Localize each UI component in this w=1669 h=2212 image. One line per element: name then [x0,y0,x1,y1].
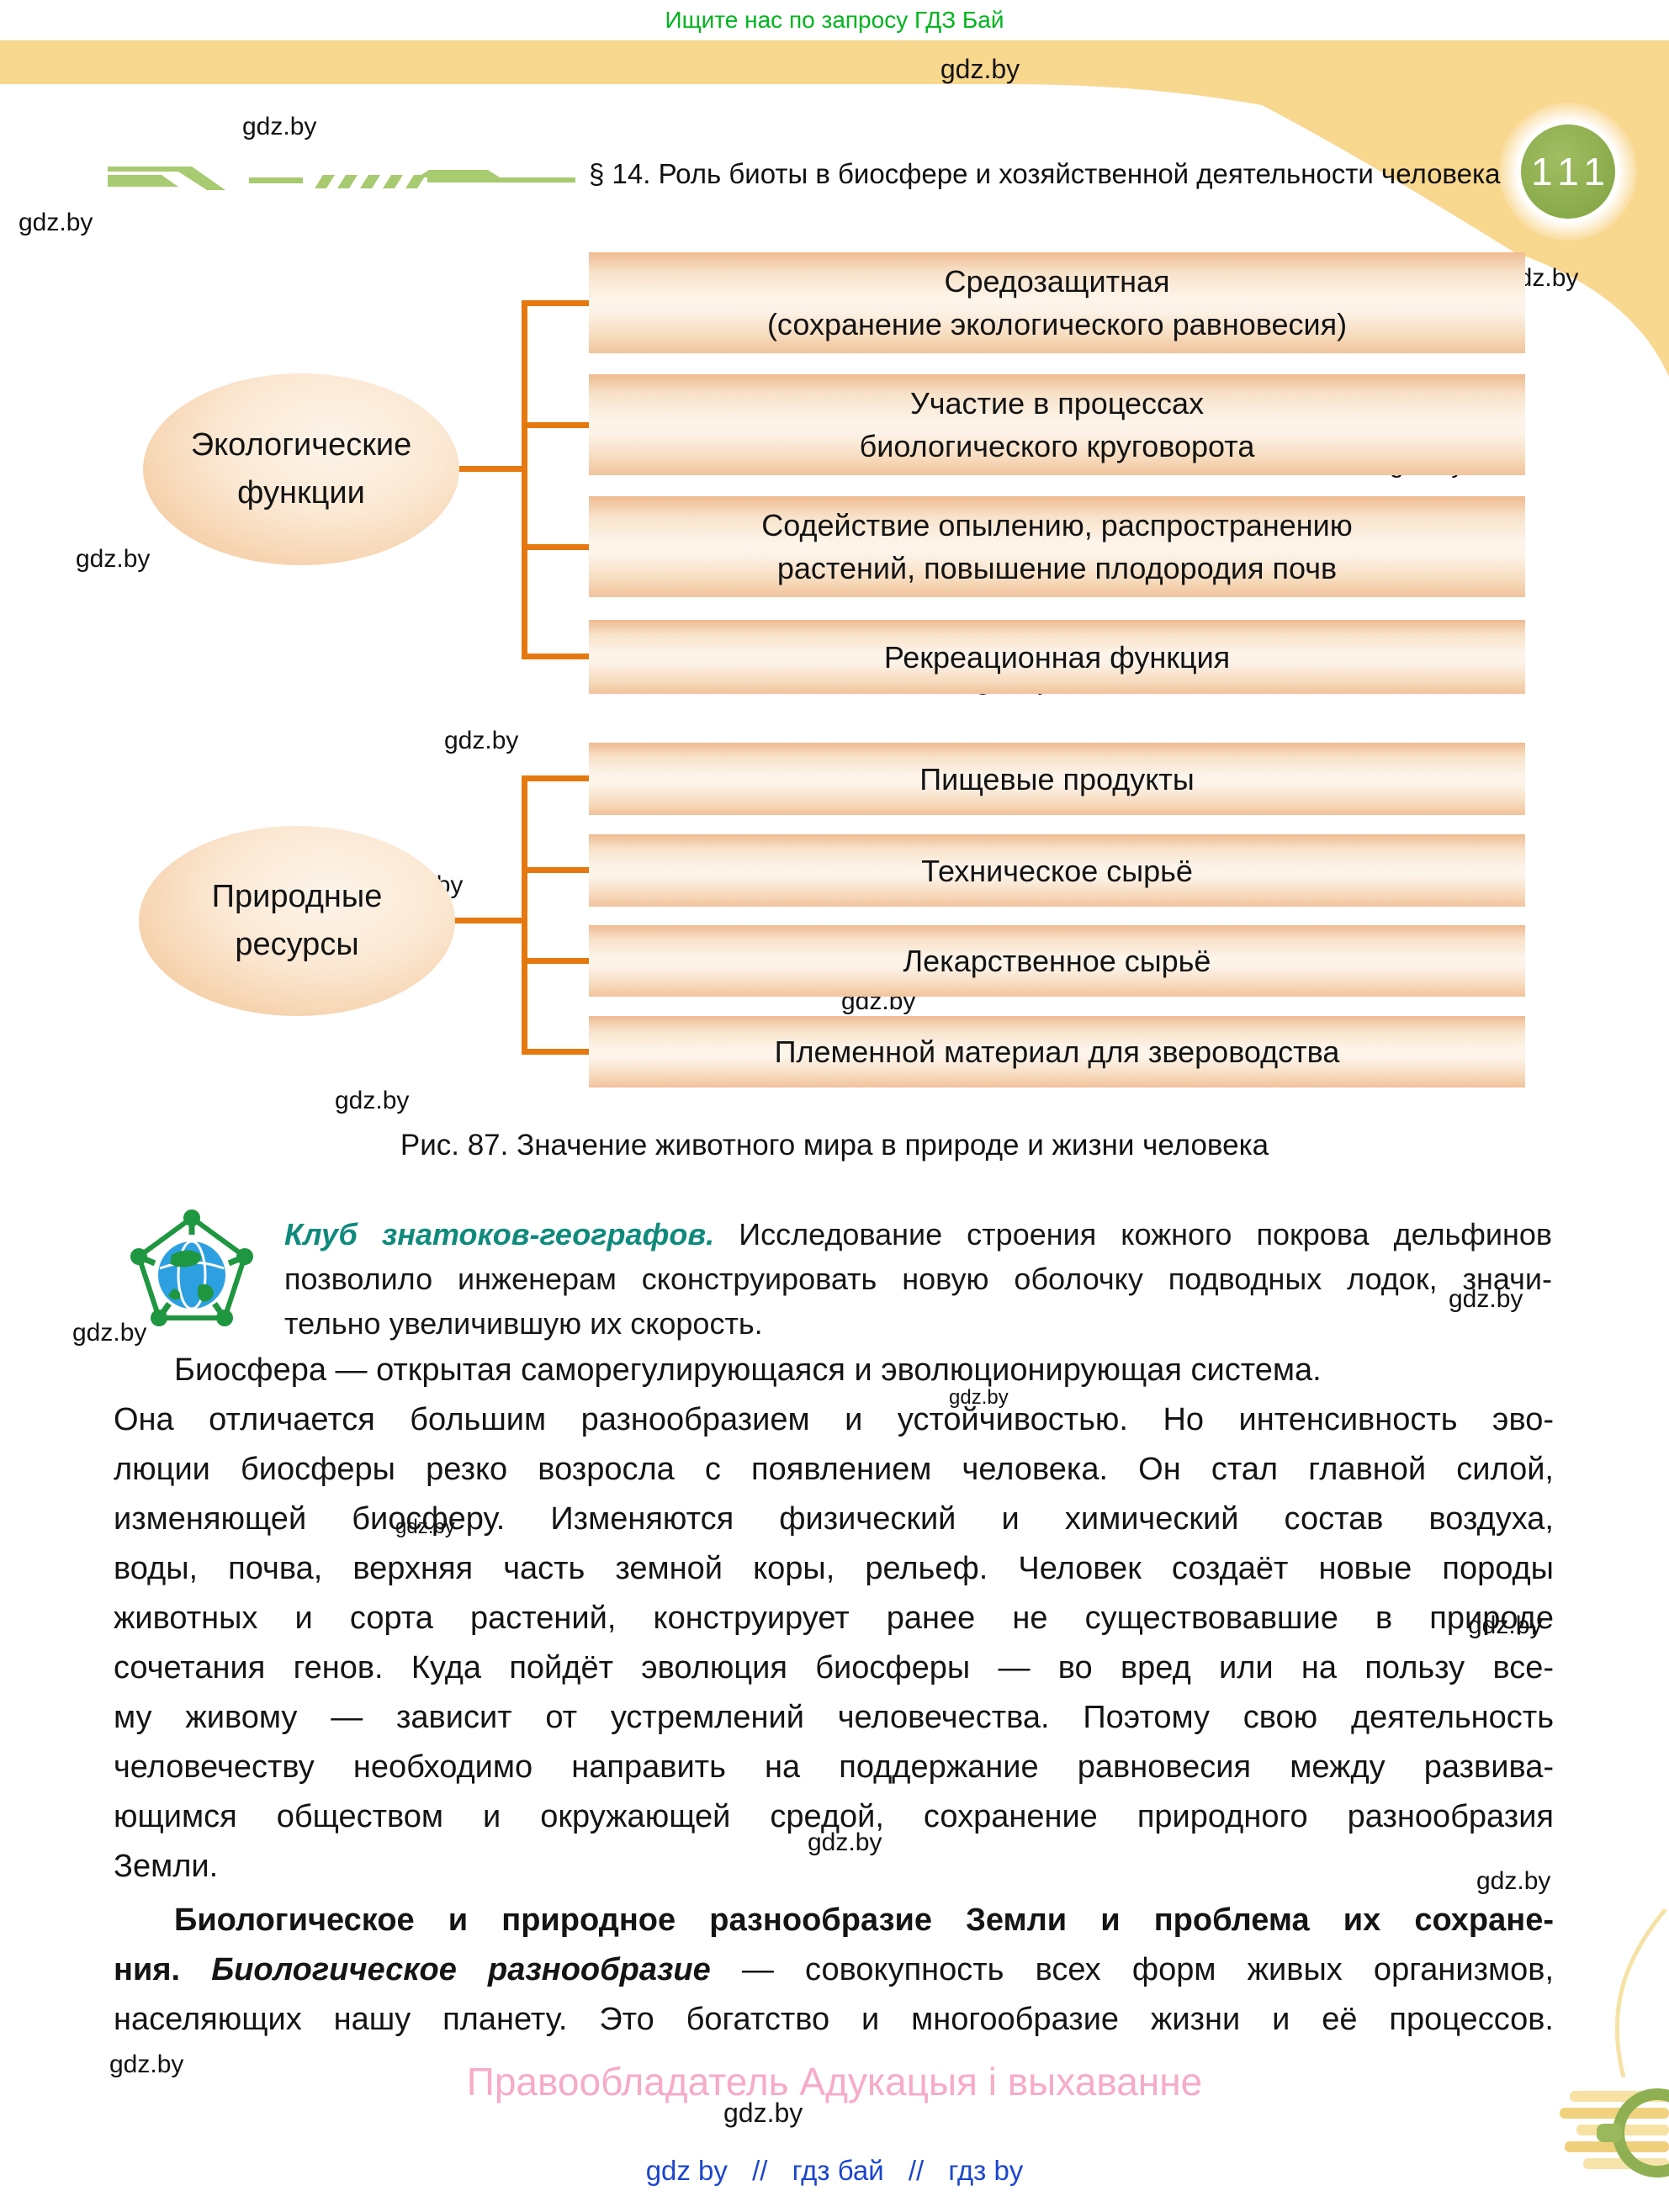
gdz-watermark: gdz.by [19,209,93,236]
diagram-box-breeding-material: Племенной материал для звероводства [589,1016,1525,1087]
body-line: Земли. [114,1849,219,1884]
box-line: Техническое сырьё [921,853,1193,888]
section-title: § 14. Роль биоты в биосфере и хозяйствен… [589,158,1501,189]
bold-paragraph-line: населяющих нашу планету. Это богатство и… [114,2002,1554,2037]
club-paragraph-line: позволило инженерам сконструировать нову… [284,1262,1552,1296]
ellipse-label: Экологические [190,427,412,463]
gdz-watermark: gdz.by [76,545,151,573]
body-line: изменяющей биосферу. Изменяются физическ… [114,1501,1554,1537]
gdz-watermark: gdz.by [395,1516,455,1538]
ellipse-ecological-functions: Экологические функции [143,373,459,565]
box-line: Участие в процессах [909,386,1205,421]
body-line: сочетания генов. Куда пойдёт эволюция би… [114,1650,1554,1685]
diagram-box-technical-raw: Техническое сырьё [589,834,1525,907]
figure-caption: Рис. 87. Значение животного мира в приро… [400,1129,1269,1162]
gdz-watermark: gdz.by [72,1319,147,1347]
connector-ellipse-2 [454,918,525,923]
connector-branch [522,867,589,873]
box-line: биологического круговорота [859,429,1255,463]
top-search-notice: Ищите нас по запросу ГДЗ Бай [665,7,1004,33]
box-line: Лекарственное сырьё [903,944,1211,978]
club-text: Исследование строения кожного покрова де… [739,1217,1552,1252]
gdz-watermark: gdz.by [940,54,1020,84]
diagram-box-recreation: Рекреационная функция [589,620,1525,694]
gdz-watermark: gdz.by [242,113,317,140]
box-line: растений, повышение плодородия почв [776,551,1338,585]
gdz-watermark: gdz.by [808,1828,882,1856]
ellipse-label: Природные [211,879,383,914]
geographers-club-icon [130,1209,253,1326]
gdz-watermark: gdz.by [109,2051,184,2078]
footer-link-gdz-by-2[interactable]: гдз by [948,2155,1024,2186]
box-line: Пищевые продукты [919,761,1195,796]
links-separator: // [752,2155,768,2186]
gdz-watermark: gdz.by [444,727,519,754]
diagram-box-environment-protection: Средозащитная (сохранение экологического… [589,252,1525,353]
gdz-watermark: gdz.by [723,2098,803,2128]
box-line: Средозащитная [944,264,1170,299]
bold-italic-term: Биологическое разнообразие [211,1952,711,1987]
regular-text: — совокупность всех форм живых организмо… [741,1952,1554,1987]
page-number-badge: 111 [1521,124,1615,219]
copyright-holder-text: Правообладатель Адукацыя і выхаванне [466,2060,1203,2104]
connector-trunk-2 [522,775,527,1055]
connector-branch [522,1049,589,1055]
body-line: животных и сорта растений, конструирует … [114,1601,1554,1636]
bold-paragraph-line: Биологическое и природное разнообразие З… [174,1902,1554,1938]
gdz-watermark: gdz.by [335,1087,410,1114]
box-line: Племенной материал для звероводства [774,1035,1340,1069]
header-ornament-icon [108,167,575,190]
ellipse-label: функции [237,475,365,511]
ellipse-label: ресурсы [235,927,359,962]
right-edge-swirl-icon [1614,1909,1667,2077]
connector-branch [522,422,589,428]
bold-paragraph-line: ния. Биологическое разнообразие — совоку… [114,1952,1554,1988]
bold-text: ния. [114,1952,181,1987]
body-line: Она отличается большим разнообразием и у… [114,1402,1554,1437]
body-line: Биосфера — открытая саморегулирующаяся и… [174,1352,1322,1388]
body-line: люции биосферы резко возросла с появлени… [114,1452,1554,1487]
box-line: (сохранение экологического равновесия) [766,307,1348,341]
body-line: му живому — зависит от устремлений челов… [114,1700,1554,1735]
gdz-watermark: gdz.by [1476,1867,1551,1895]
footer-links: gdz by // гдз бай // гдз by [0,2155,1669,2187]
connector-branch [522,958,589,964]
body-line: ющимся обществом и окружающей средой, со… [114,1799,1554,1834]
gdz-watermark: gdz.by [1468,1611,1543,1639]
yellow-corner-shape [1009,40,1669,377]
box-line: Содействие опылению, распространению [761,508,1353,542]
connector-branch [522,775,589,781]
footer-link-gdz-by[interactable]: gdz by [645,2155,728,2186]
club-lead-label: Клуб знатоков-географов. [284,1217,715,1252]
club-paragraph-line: Клуб знатоков-географов. Исследование ст… [284,1217,1552,1252]
diagram-box-biological-cycle: Участие в процессах биологического круго… [589,374,1525,475]
gdz-watermark: gdz.by [1449,1285,1523,1313]
body-line: воды, почва, верхняя часть земной коры, … [114,1551,1554,1586]
box-line: Рекреационная функция [883,639,1231,675]
connector-ellipse-1 [457,466,527,472]
connector-branch [522,544,589,550]
connector-branch [522,654,589,659]
diagram-box-pollination: Содействие опылению, распространению рас… [589,496,1525,597]
gdz-watermark: gdz.by [949,1386,1009,1409]
connector-branch [522,300,589,306]
links-separator: // [908,2155,925,2186]
club-paragraph-line: тельно увеличившую их скорость. [284,1306,763,1341]
connector-trunk-1 [522,300,527,659]
corner-ornament-icon [1560,2088,1669,2178]
body-line: человечеству необходимо направить на под… [114,1749,1554,1785]
footer-link-gdz-bai[interactable]: гдз бай [792,2155,884,2186]
diagram-box-medicinal-raw: Лекарственное сырьё [589,925,1525,997]
ellipse-natural-resources: Природные ресурсы [139,826,455,1016]
diagram-box-food: Пищевые продукты [589,743,1525,815]
